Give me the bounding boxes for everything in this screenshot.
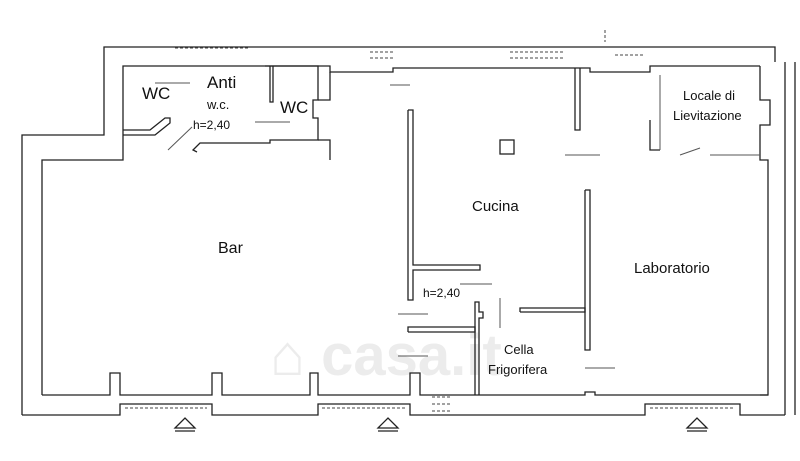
room-label-anti-wc: w.c. [207,97,230,112]
room-label-wc: WC [142,84,171,103]
entrance-arrow-icon [173,417,197,432]
bottom-wall [22,403,785,416]
room-label-cella-line1: Cella [504,342,534,357]
watermark: ⌂ casa.it [270,323,502,388]
cella-wall [474,301,484,395]
room-label-cella-line2: Frigorifera [488,362,548,377]
room-label-anti: Anti [207,73,237,92]
cucina-wall [407,109,481,301]
room-label-cucina: Cucina [472,198,519,215]
room-label-wc-2: WC [280,98,309,117]
right-wall [759,66,771,396]
room-label-laboratorio: Laboratorio [634,260,710,277]
room-label-bar: Bar [218,240,243,257]
room-label-lievitazione-line1: Locale di [683,88,736,103]
room-label-lievitazione-line2: Lievitazione [673,108,742,123]
cucina-height-label: h=2,40 [423,286,461,300]
inner-outer-wall [41,65,760,395]
wc-block-wall [123,117,171,136]
anti-height-label: h=2,40 [193,118,231,132]
entrance-arrow-icon [685,417,709,432]
entrance-arrow-icon [376,417,400,432]
outer-wall [21,46,776,415]
